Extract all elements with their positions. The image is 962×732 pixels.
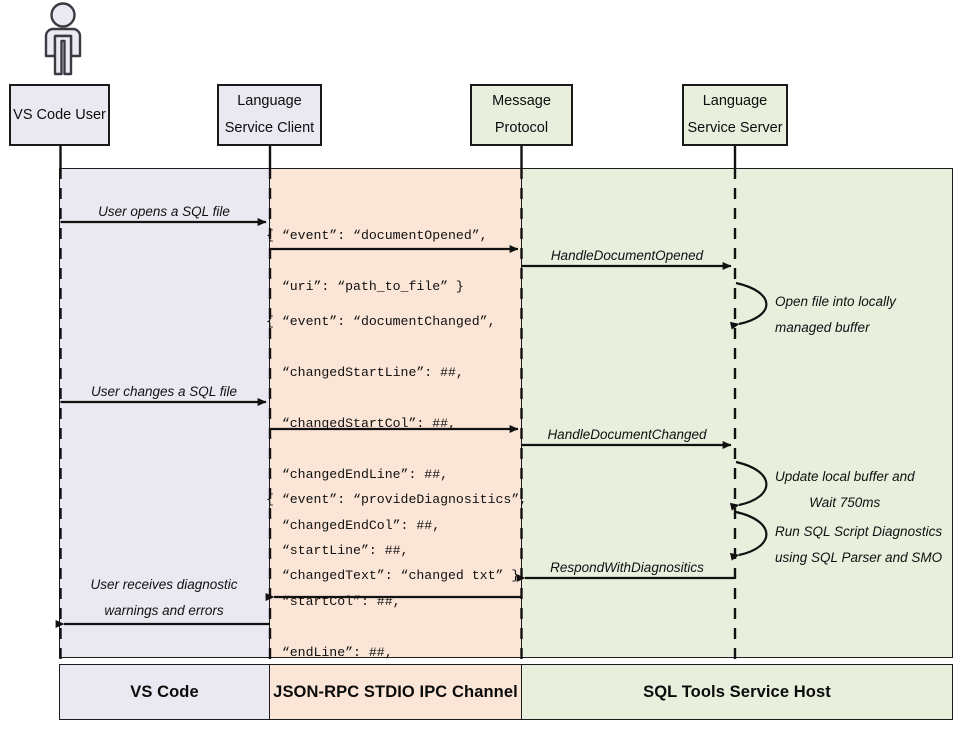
footer-label: VS Code bbox=[130, 682, 199, 701]
participant-label-line1: VS Code User bbox=[13, 106, 106, 123]
note-update-buffer: Update local buffer and Wait 750ms bbox=[775, 469, 915, 511]
band-vs-code bbox=[59, 168, 270, 658]
footer-vs-code: VS Code bbox=[59, 664, 270, 720]
label-user-receives-diagnostics: User receives diagnostic warnings and er… bbox=[90, 577, 238, 619]
document-changed-payload: { “event”: “documentChanged”, “changedSt… bbox=[266, 314, 520, 584]
footer-ipc-channel: JSON-RPC STDIO IPC Channel bbox=[269, 664, 522, 720]
participant-label-line1: Language bbox=[702, 93, 768, 110]
footer-label: SQL Tools Service Host bbox=[643, 682, 831, 701]
label-handle-document-changed: HandleDocumentChanged bbox=[547, 427, 707, 442]
vs-code-user-actor bbox=[28, 2, 98, 83]
document-opened-payload: { “event”: “documentOpened”, “uri”: “pat… bbox=[266, 228, 488, 295]
label-user-changes-sql-file: User changes a SQL file bbox=[90, 384, 238, 399]
label-user-opens-sql-file: User opens a SQL file bbox=[98, 204, 230, 219]
participant-label-line2: Service Client bbox=[224, 120, 315, 136]
participant-message-protocol[interactable]: Message Protocol bbox=[470, 84, 573, 146]
note-run-diagnostics: Run SQL Script Diagnostics using SQL Par… bbox=[775, 524, 943, 566]
footer-service-host: SQL Tools Service Host bbox=[521, 664, 953, 720]
participant-label-line2: Service Server bbox=[687, 120, 783, 136]
label-handle-document-opened: HandleDocumentOpened bbox=[550, 248, 704, 263]
participant-label-line1: Language bbox=[237, 93, 302, 110]
footer-label: JSON-RPC STDIO IPC Channel bbox=[273, 682, 518, 701]
participant-language-service-client[interactable]: Language Service Client bbox=[217, 84, 322, 146]
participant-label-line1: Message bbox=[492, 93, 551, 110]
label-respond-with-diagnostics: RespondWithDiagnositics bbox=[550, 560, 704, 575]
note-open-file: Open file into locally managed buffer bbox=[775, 294, 896, 336]
band-service-host bbox=[521, 168, 953, 658]
participant-vs-code-user[interactable]: VS Code User bbox=[9, 84, 110, 146]
participant-language-service-server[interactable]: Language Service Server bbox=[682, 84, 788, 146]
participant-label-line2: Protocol bbox=[494, 120, 549, 136]
